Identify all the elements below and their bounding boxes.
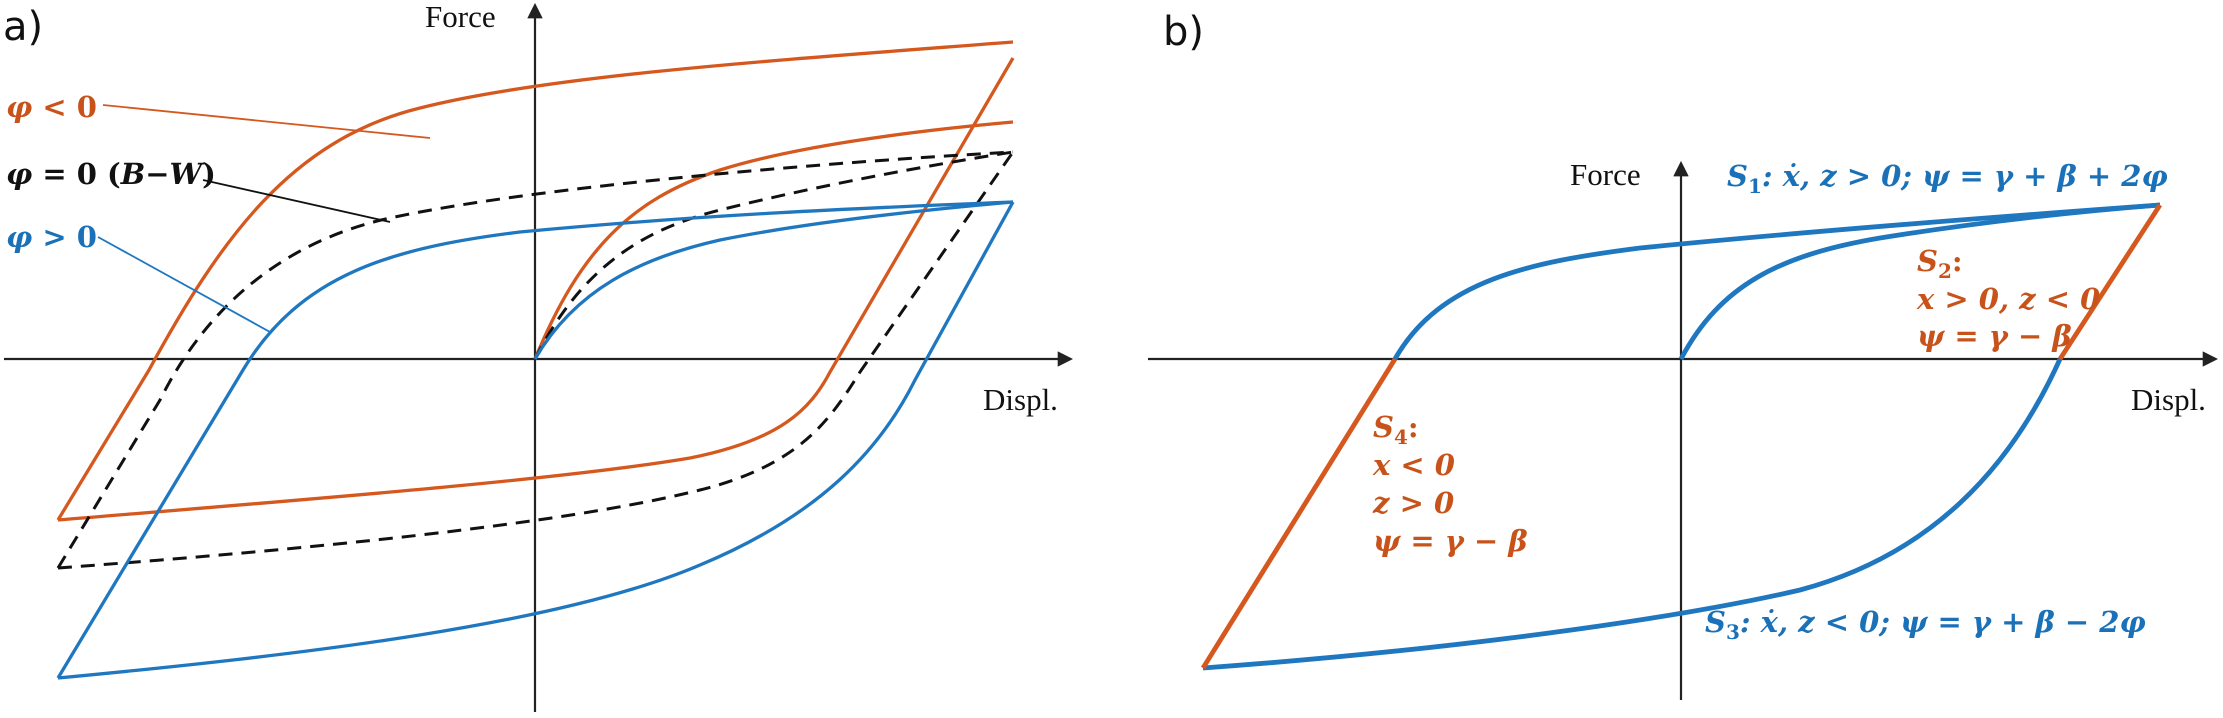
- panel-a-black-dashed-virgin-curve: [533, 150, 1014, 360]
- panel-a-orange-lower-branch: [57, 57, 1015, 522]
- panel-b-label-s2-line3: ψ = γ − β: [1917, 319, 2072, 353]
- panel-a-leader-phi-neg: [102, 104, 431, 139]
- panel-b-x-axis-title: Displ.: [2131, 382, 2206, 417]
- panel-a: a) Force Displ. φ < 0 φ = 0 (B−W) φ > 0: [3, 0, 1074, 712]
- panel-b-label-s4-line3: z > 0: [1372, 486, 1454, 520]
- panel-a-y-axis-title: Force: [425, 0, 496, 34]
- panel-b-orange-s4-segment: [1200, 357, 1398, 670]
- panel-a-black-dashed-lower-branch: [57, 151, 1015, 570]
- panel-a-x-axis-title: Displ.: [983, 382, 1058, 417]
- panel-b-blue-virgin-curve: [1678, 202, 2161, 361]
- panel-b-blue-upper-branch: [1392, 202, 2161, 361]
- panel-a-blue-upper-branch: [56, 200, 1014, 679]
- panel-b-label-s2: S2:: [1917, 244, 1963, 283]
- panel-a-blue-virgin-curve: [533, 200, 1014, 360]
- panel-b-blue-lower-branch: [1202, 358, 2063, 671]
- panel-b-label-s4: S4:: [1373, 410, 1419, 449]
- panel-b-label-s2-line2: x > 0, z < 0: [1916, 282, 2100, 316]
- panel-a-blue-lower-branch: [57, 201, 1015, 680]
- panel-b-label-s4-line4: ψ = γ − β: [1373, 524, 1528, 558]
- panel-a-orange-virgin-curve: [533, 120, 1014, 360]
- panel-b-label-s1: S1: ẋ, z > 0; ψ = γ + β + 2φ: [1727, 159, 2168, 198]
- panel-a-label-phi-pos: φ > 0: [6, 220, 97, 254]
- panel-b-label: b): [1163, 9, 1204, 55]
- panel-a-black-dashed-upper-branch: [56, 150, 1014, 569]
- panel-a-leader-phi-zero: [202, 179, 391, 223]
- panel-b-label-s3: S3: ẋ, z < 0; ψ = γ + β − 2φ: [1705, 605, 2146, 644]
- panel-a-label-phi-neg: φ < 0: [6, 90, 97, 124]
- panel-a-leader-phi-pos: [97, 236, 271, 333]
- panel-a-label-phi-zero: φ = 0 (B−W): [6, 157, 216, 191]
- panel-b-orange-s2-segment: [2057, 203, 2163, 361]
- panel-b: b) Force Displ. S1: ẋ, z > 0; ψ = γ + β …: [1148, 9, 2219, 700]
- panel-a-orange-upper-branch: [56, 40, 1014, 521]
- panel-b-label-s4-line2: x < 0: [1372, 448, 1455, 482]
- panel-a-label: a): [3, 4, 43, 50]
- panel-b-y-axis-title: Force: [1570, 157, 1641, 192]
